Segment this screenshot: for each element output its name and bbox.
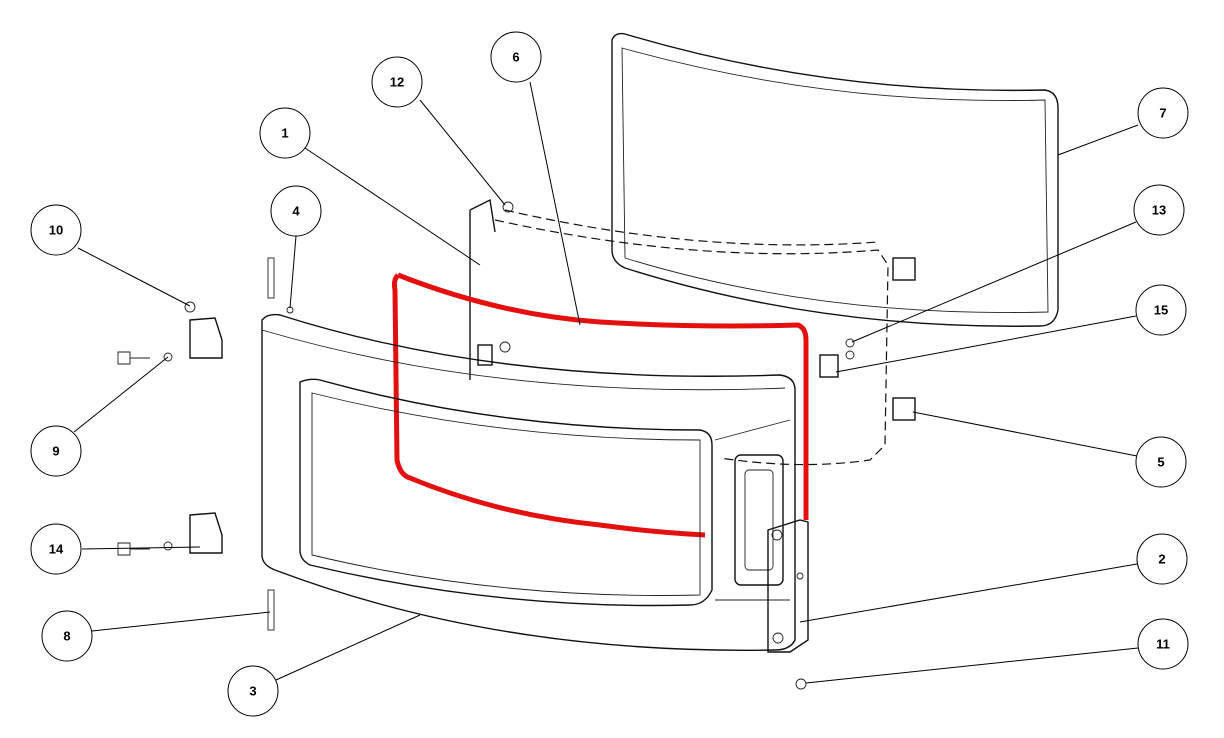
svg-text:1: 1: [281, 126, 288, 141]
svg-text:15: 15: [1154, 303, 1168, 318]
part-panel: [469, 198, 889, 466]
part-glass: [611, 32, 1059, 327]
balloon-9: 9: [30, 425, 82, 477]
part-gasket: [391, 272, 809, 538]
balloon-11: 11: [1137, 618, 1189, 670]
part-door-frame: [261, 313, 796, 651]
balloon-8: 8: [41, 610, 93, 662]
balloon-3: 3: [227, 665, 279, 717]
balloon-4: 4: [270, 185, 322, 237]
balloon-13: 13: [1133, 184, 1185, 236]
balloon-12: 12: [371, 56, 423, 108]
balloon-1: 1: [259, 107, 311, 159]
balloon-6: 6: [490, 31, 542, 83]
svg-text:2: 2: [1158, 552, 1165, 567]
svg-text:5: 5: [1157, 455, 1164, 470]
balloon-14: 14: [30, 523, 82, 575]
balloon-5: 5: [1135, 436, 1187, 488]
svg-text:14: 14: [49, 542, 64, 557]
svg-text:6: 6: [512, 50, 519, 65]
part-hinges: [117, 201, 916, 690]
svg-text:10: 10: [49, 223, 63, 238]
balloon-15: 15: [1135, 284, 1187, 336]
part-handle-plate: [767, 519, 809, 653]
balloon-7: 7: [1137, 87, 1189, 139]
svg-text:8: 8: [63, 629, 70, 644]
svg-text:11: 11: [1156, 637, 1170, 652]
balloon-10: 10: [30, 204, 82, 256]
svg-text:12: 12: [390, 75, 404, 90]
leader-lines: [73, 81, 1139, 684]
balloon-2: 2: [1136, 533, 1188, 585]
svg-text:4: 4: [292, 204, 300, 219]
svg-text:9: 9: [52, 444, 59, 459]
svg-text:7: 7: [1159, 106, 1166, 121]
svg-text:3: 3: [249, 684, 256, 699]
svg-text:13: 13: [1152, 203, 1166, 218]
